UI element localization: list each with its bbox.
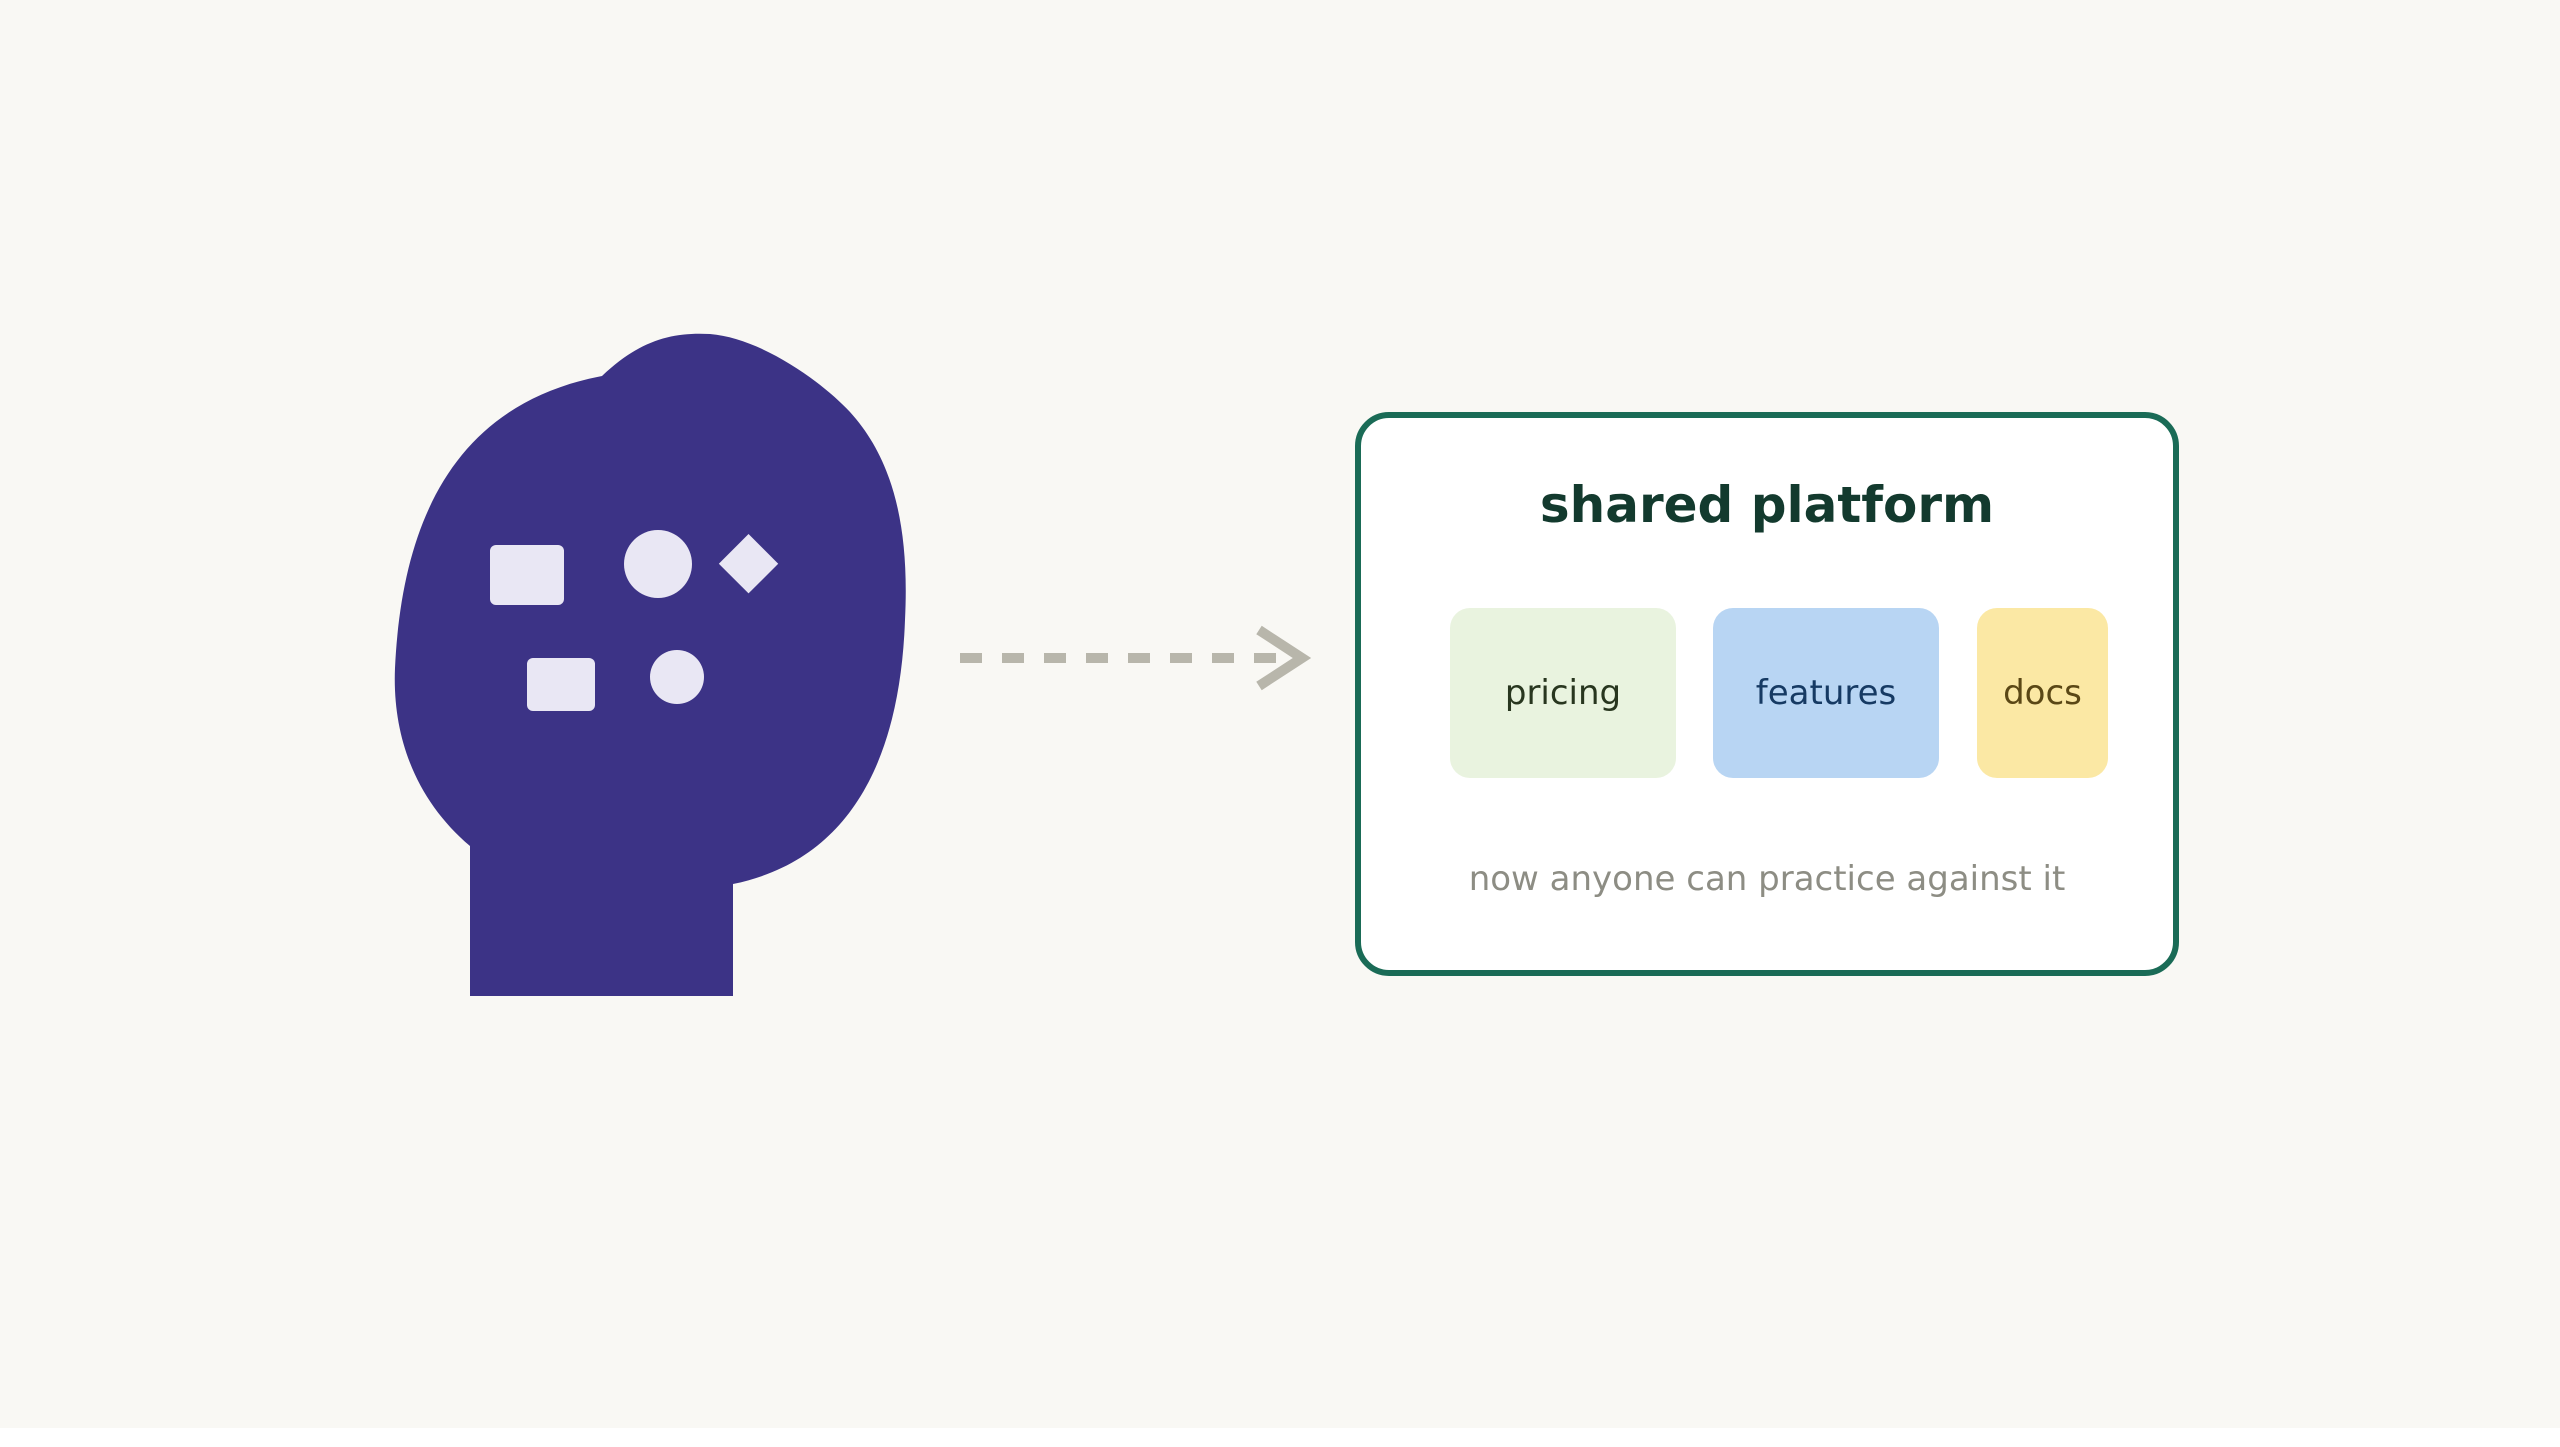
shared-platform-card: shared platform pricing features docs no… <box>1355 412 2179 976</box>
rectangle-shape-icon <box>490 545 564 605</box>
pricing-chip: pricing <box>1450 608 1676 778</box>
platform-title: shared platform <box>1539 476 1995 534</box>
circle-shape-icon <box>650 650 704 704</box>
head-icon <box>394 333 906 996</box>
rectangle-shape-icon <box>527 658 595 711</box>
docs-chip: docs <box>1977 608 2108 778</box>
circle-shape-icon <box>624 530 692 598</box>
diamond-shape-icon <box>718 534 779 594</box>
arrowhead-icon <box>1256 625 1312 691</box>
dashed-arrow <box>960 625 1312 691</box>
features-chip: features <box>1713 608 1939 778</box>
head-silhouette <box>394 333 906 996</box>
platform-caption: now anyone can practice against it <box>1468 859 2066 899</box>
